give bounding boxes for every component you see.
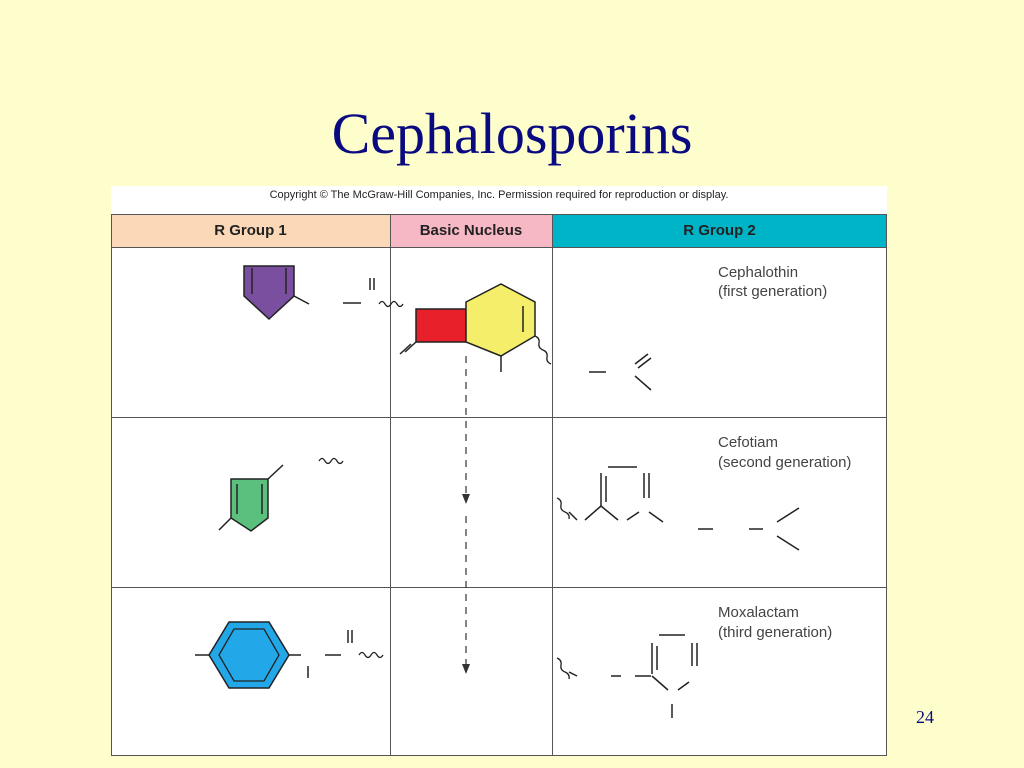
row2-generation: (second generation)	[718, 454, 851, 471]
row3-generation: (third generation)	[718, 624, 832, 641]
row3-drug-name: Moxalactam	[718, 604, 799, 621]
cephalosporin-figure: Copyright © The McGraw-Hill Companies, I…	[111, 186, 887, 756]
beta-lactam-ring	[415, 308, 467, 343]
aminothiazole-ring	[230, 478, 269, 532]
row1-generation: (first generation)	[718, 283, 827, 300]
copyright-notice: Copyright © The McGraw-Hill Companies, I…	[269, 189, 729, 201]
arrowhead-1	[462, 494, 470, 504]
arrowhead-2	[462, 664, 470, 674]
page-number: 24	[916, 707, 934, 727]
row2-drug-name: Cefotiam	[718, 434, 778, 451]
header-r-group-2: R Group 2	[552, 214, 887, 247]
thiophene-ring	[243, 265, 295, 321]
header-basic-nucleus: Basic Nucleus	[390, 214, 552, 247]
header-r-group-1: R Group 1	[111, 214, 390, 247]
slide-title: Cephalosporins	[331, 101, 693, 166]
row1-drug-name: Cephalothin	[718, 264, 798, 281]
structure-diagram: Cephalothin (first generation) Cefotiam …	[111, 214, 887, 756]
benzene-ring	[208, 621, 290, 689]
dihydrothiazine-ring	[465, 283, 536, 357]
